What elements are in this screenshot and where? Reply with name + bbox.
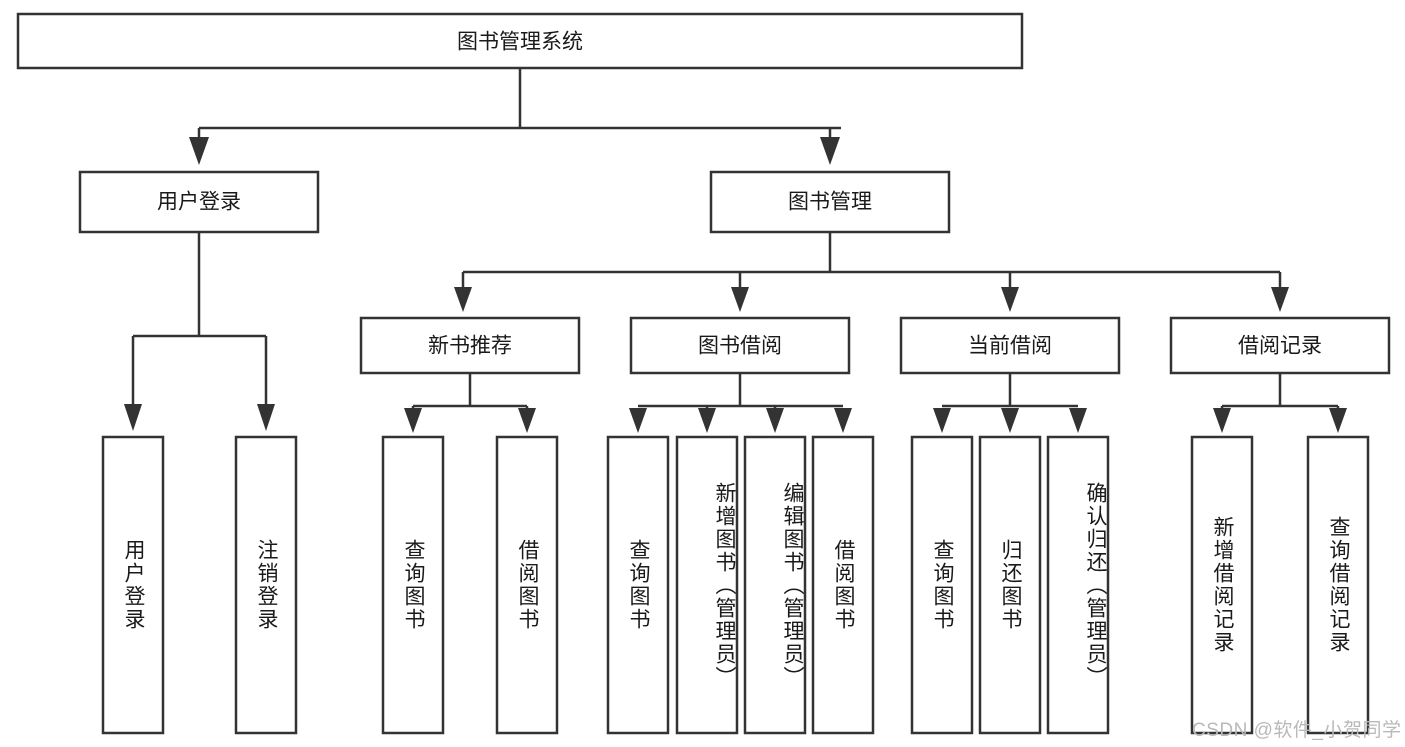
csdn-watermark: CSDN @软件_小贺同学 — [1192, 720, 1402, 741]
node-book-borrow-label: 图书借阅 — [698, 335, 782, 358]
leaf-box-current-borrow-2[interactable] — [978, 435, 1042, 735]
arrow-user-login-leaf-1 — [124, 404, 142, 431]
leaf-box-current-borrow-3[interactable] — [1046, 435, 1110, 735]
arrow-book-borrow-leaf-1 — [629, 408, 647, 433]
leaf-box-current-borrow-1[interactable] — [910, 435, 974, 735]
leaf-box-user-login-1[interactable] — [101, 435, 165, 735]
node-new-book-recommend-box[interactable] — [359, 316, 581, 375]
leaf-box-borrow-record-1[interactable] — [1190, 435, 1254, 735]
leaf-box-borrow-record-2[interactable] — [1306, 435, 1370, 735]
arrow-book-borrow-leaf-3 — [766, 408, 784, 433]
node-root-label: 图书管理系统 — [457, 31, 583, 54]
node-current-borrow-label: 当前借阅 — [968, 335, 1052, 358]
leaf-box-user-login-2[interactable] — [234, 435, 298, 735]
arrow-book-mgmt-to-borrow — [731, 287, 749, 312]
arrow-current-borrow-leaf-3 — [1069, 408, 1087, 433]
node-borrow-record-label: 借阅记录 — [1238, 335, 1322, 358]
arrow-new-book-leaf-1 — [404, 408, 422, 433]
leaf-box-new-book-1[interactable] — [381, 435, 445, 735]
node-borrow-record-box[interactable] — [1169, 316, 1391, 375]
arrow-borrow-record-leaf-2 — [1329, 408, 1347, 433]
node-book-mgmt-box[interactable] — [709, 170, 951, 234]
arrow-book-mgmt-to-current — [1001, 287, 1019, 312]
leaf-box-book-borrow-2[interactable] — [675, 435, 739, 735]
arrow-borrow-record-leaf-1 — [1213, 408, 1231, 433]
leaf-box-book-borrow-4[interactable] — [811, 435, 875, 735]
node-new-book-recommend-label: 新书推荐 — [428, 335, 512, 358]
arrow-book-mgmt-to-record — [1271, 287, 1289, 312]
arrow-root-to-user-login — [189, 137, 209, 165]
arrow-new-book-leaf-2 — [518, 408, 536, 433]
arrow-book-borrow-leaf-4 — [834, 408, 852, 433]
node-user-login-label: 用户登录 — [157, 191, 241, 214]
node-book-mgmt-label: 图书管理 — [788, 191, 872, 214]
node-book-borrow-box[interactable] — [629, 316, 851, 375]
leaf-box-new-book-2[interactable] — [495, 435, 559, 735]
arrow-user-login-leaf-2 — [257, 404, 275, 431]
node-current-borrow-box[interactable] — [899, 316, 1121, 375]
arrow-current-borrow-leaf-1 — [933, 408, 951, 433]
arrow-root-to-book-mgmt — [820, 137, 840, 165]
arrow-book-mgmt-to-new-book — [454, 287, 472, 312]
arrow-current-borrow-leaf-2 — [1001, 408, 1019, 433]
node-root-box[interactable] — [16, 12, 1024, 70]
arrow-book-borrow-leaf-2 — [698, 408, 716, 433]
leaf-box-book-borrow-1[interactable] — [606, 435, 670, 735]
leaf-box-book-borrow-3[interactable] — [743, 435, 807, 735]
